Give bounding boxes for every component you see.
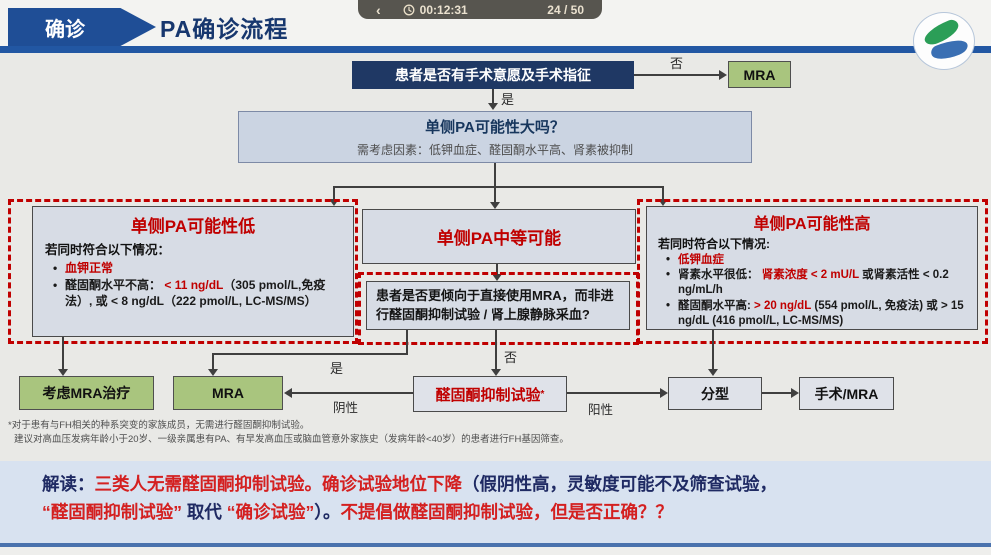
connector-line <box>495 330 497 370</box>
bottom-divider <box>0 543 991 547</box>
arrowhead <box>658 199 668 206</box>
bullet-icon: • <box>666 299 671 312</box>
interp-seg-6: ）。 <box>314 502 341 523</box>
connector-line <box>762 392 793 394</box>
back-button[interactable]: ‹ <box>376 1 381 18</box>
interp-seg-3: “醛固酮抑制试验” <box>42 502 182 523</box>
arrowhead <box>491 369 501 376</box>
arrowhead <box>719 70 727 80</box>
bullet-icon: • <box>53 261 58 275</box>
typing-node: 分型 <box>668 377 762 410</box>
interp-seg-7: 不提倡做醛固酮抑制试验，但是否正确？？ <box>340 502 673 523</box>
connector-line <box>494 186 496 203</box>
arrowhead <box>488 103 498 110</box>
footnote-line-1: *对于患有与FH相关的种系突变的家族成员，无需进行醛固酮抑制试验。 <box>8 420 310 431</box>
hospital-logo-icon <box>913 12 975 70</box>
low-item-2: • 醛固酮水平不高： < 11 ng/dL（305 pmol/L,免疫法）, 或… <box>53 277 341 310</box>
connector-line <box>712 330 714 370</box>
high-probability-panel <box>637 199 988 344</box>
interp-seg-1: 三类人无需醛固酮抑制试验。确诊试验地位下降 <box>94 474 463 494</box>
connector-line <box>494 163 496 187</box>
high-item-2-text: 肾素水平很低： 肾素浓度 < 2 mU/L 或肾素活性 < 0.2 ng/mL/… <box>678 269 949 297</box>
high-item-1-text: 低钾血症 <box>678 254 724 266</box>
connector-line <box>567 392 661 394</box>
connector-line <box>662 186 664 200</box>
medium-probability-title: 单侧PA中等可能 <box>436 229 562 248</box>
arrowhead <box>791 388 799 398</box>
edge-label-no-mid: 否 <box>504 350 518 365</box>
connector-line <box>291 392 413 394</box>
interp-label: 解读： <box>42 474 95 494</box>
edge-label-no-top: 否 <box>670 56 684 71</box>
footnote-line-2: 建议对高血压发病年龄小于20岁、一级亲属患有PA、有早发高血压或脑血管意外家族史… <box>14 433 569 445</box>
low-probability-panel <box>8 199 358 344</box>
edge-label-yes-top: 是 <box>501 92 515 107</box>
medium-probability-box: 单侧PA中等可能 <box>362 209 636 264</box>
unilateral-question: 单侧PA可能性大吗？ <box>425 119 565 136</box>
interp-seg-2: （假阴性高，灵敏度可能不及筛查试验， <box>462 474 777 494</box>
elapsed-time: 00:12:31 <box>419 2 468 17</box>
bullet-icon: • <box>53 277 58 292</box>
suppression-test-label: 醛固酮抑制试验 <box>435 386 541 404</box>
high-item-2: • 肾素水平很低： 肾素浓度 < 2 mU/L 或肾素活性 < 0.2 ng/m… <box>666 268 966 298</box>
low-probability-title: 单侧PA可能性低 <box>130 217 256 236</box>
interp-seg-4: 取代 <box>182 502 227 523</box>
connector-line <box>492 89 494 104</box>
arrowhead <box>490 202 500 209</box>
unilateral-factors: 需考虑因素：低钾血症、醛固酮水平高、肾素被抑制 <box>356 143 633 157</box>
high-item-3-text: 醛固酮水平高: > 20 ng/dL (554 pmol/L, 免疫法) 或 >… <box>678 299 964 327</box>
arrowhead <box>208 369 218 376</box>
connector-line <box>406 330 408 355</box>
bullet-icon: • <box>666 254 671 266</box>
mra-node-bottom: MRA <box>173 376 283 410</box>
high-condition: 若同时符合以下情况: <box>658 237 770 251</box>
low-item-1: • 血钾正常 <box>53 260 341 277</box>
section-tag: 确诊 <box>8 8 156 46</box>
connector-line <box>634 74 720 76</box>
high-item-3: • 醛固酮水平高: > 20 ng/dL (554 pmol/L, 免疫法) 或… <box>666 299 966 329</box>
slide-counter: 24 / 50 <box>547 2 584 17</box>
low-item-1-text: 血钾正常 <box>65 261 114 275</box>
mra-preference-question-box: 患者是否更倾向于直接使用MRA，而非进行醛固酮抑制试验 / 肾上腺静脉采血? <box>366 281 630 330</box>
edge-label-negative: 阴性 <box>333 401 359 415</box>
connector-line <box>333 186 664 188</box>
header-divider <box>0 46 991 53</box>
connector-line <box>496 264 498 275</box>
interpretation-banner: 解读：三类人无需醛固酮抑制试验。确诊试验地位下降（假阴性高，灵敏度可能不及筛查试… <box>0 461 991 543</box>
suppression-test-node: 醛固酮抑制试验* <box>413 376 567 412</box>
high-probability-box: 单侧PA可能性高 若同时符合以下情况: • 低钾血症 • 肾素水平很低： 肾素浓… <box>646 206 978 330</box>
player-toolbar: ‹ 00:12:31 24 / 50 <box>358 0 602 19</box>
arrowhead <box>660 388 668 398</box>
edge-label-positive: 阳性 <box>588 403 614 417</box>
bullet-icon: • <box>666 269 671 282</box>
connector-line <box>333 186 335 200</box>
surgery-question-node: 患者是否有手术意愿及手术指征 <box>352 61 634 89</box>
arrowhead <box>492 274 502 281</box>
bottom-margin <box>0 547 991 555</box>
connector-line <box>212 353 214 370</box>
footnote: *对于患有与FH相关的种系突变的家族成员，无需进行醛固酮抑制试验。 建议对高血压… <box>8 419 569 447</box>
low-probability-box: 单侧PA可能性低 若同时符合以下情况： • 血钾正常 • 醛固酮水平不高： < … <box>32 206 354 337</box>
low-item-2-text: 醛固酮水平不高： < 11 ng/dL（305 pmol/L,免疫法）, 或 <… <box>65 277 326 309</box>
connector-line <box>212 353 408 355</box>
high-probability-title: 单侧PA可能性高 <box>753 216 871 233</box>
page-title: PA确诊流程 <box>160 16 289 42</box>
unilateral-probability-node: 单侧PA可能性大吗？ 需考虑因素：低钾血症、醛固酮水平高、肾素被抑制 <box>238 111 752 163</box>
low-condition: 若同时符合以下情况： <box>45 243 171 257</box>
arrowhead <box>708 369 718 376</box>
surgery-mra-node: 手术/MRA <box>799 377 894 410</box>
consider-mra-node: 考虑MRA治疗 <box>19 376 154 410</box>
interp-seg-5: “确诊试验” <box>226 502 315 523</box>
arrowhead <box>329 199 339 206</box>
mra-node-top: MRA <box>728 61 791 88</box>
clock-icon <box>403 4 415 16</box>
arrowhead <box>284 388 292 398</box>
high-item-1: • 低钾血症 <box>666 253 966 268</box>
connector-line <box>62 337 64 370</box>
edge-label-yes-mid: 是 <box>330 361 344 376</box>
section-tag-label: 确诊 <box>45 18 85 41</box>
suppression-test-footmark: * <box>540 388 545 400</box>
arrowhead <box>58 369 68 376</box>
